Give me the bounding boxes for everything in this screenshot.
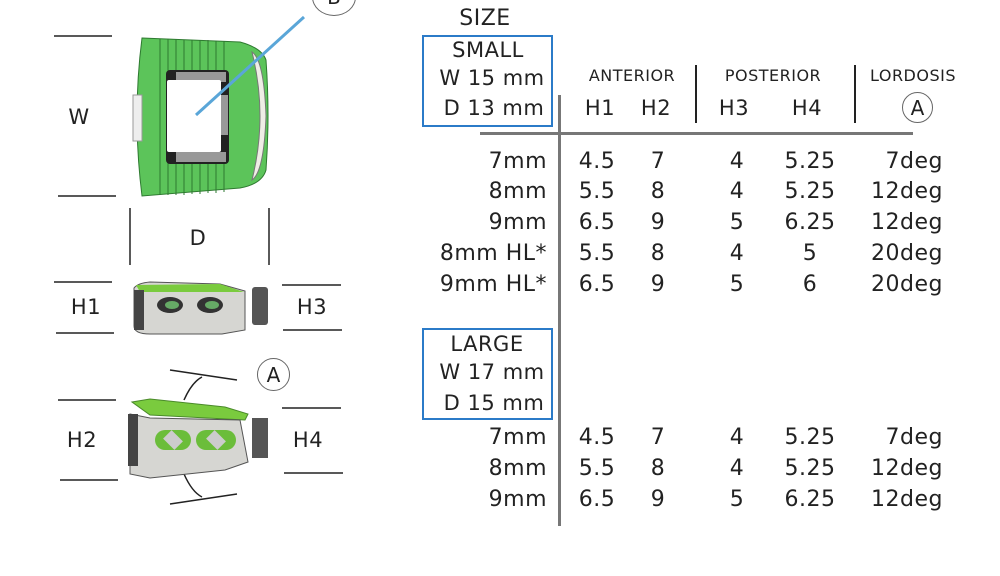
cell-h1: 4.5 xyxy=(578,425,616,450)
cell-size: 8mm xyxy=(488,179,547,204)
large-depth: D 15 mm xyxy=(443,391,545,415)
dim-h2-label: H2 xyxy=(66,428,98,452)
cell-h2: 7 xyxy=(650,149,666,174)
implant-side-view xyxy=(133,281,268,335)
cell-h2: 9 xyxy=(650,272,666,297)
cell-h1: 6.5 xyxy=(578,487,616,512)
cell-size: 8mm xyxy=(488,456,547,481)
cell-h3: 4 xyxy=(729,241,745,266)
cell-h1: 6.5 xyxy=(578,210,616,235)
cell-h3: 4 xyxy=(729,456,745,481)
cell-h2: 7 xyxy=(650,425,666,450)
implant-diagram xyxy=(54,15,343,505)
cell-h1: 6.5 xyxy=(578,272,616,297)
cell-h4: 5.25 xyxy=(784,456,836,481)
callout-angle-label: A xyxy=(266,362,281,387)
cell-lordosis: 12deg xyxy=(871,487,943,512)
cell-h4: 5.25 xyxy=(784,179,836,204)
implant-top-view xyxy=(132,37,269,197)
dim-w-label: W xyxy=(68,105,90,129)
cell-lordosis: 7deg xyxy=(885,425,943,450)
cell-h3: 4 xyxy=(729,425,745,450)
dim-h4-label: H4 xyxy=(292,428,324,452)
cell-h1: 4.5 xyxy=(578,149,616,174)
cell-h4: 5 xyxy=(802,241,818,266)
cell-h2: 9 xyxy=(650,210,666,235)
cell-size: 7mm xyxy=(488,149,547,174)
cell-lordosis: 7deg xyxy=(885,149,943,174)
col-h2: H2 xyxy=(640,96,672,120)
large-size-box xyxy=(422,328,553,420)
dim-h3-label: H3 xyxy=(296,295,328,319)
divider xyxy=(854,65,856,123)
cell-h4: 6 xyxy=(802,272,818,297)
cell-lordosis: 12deg xyxy=(871,210,943,235)
lordosis-marker-circle: A xyxy=(902,92,933,123)
implant-lordotic-view xyxy=(128,398,268,479)
large-name: LARGE xyxy=(450,332,524,356)
col-h4: H4 xyxy=(791,96,823,120)
cell-h1: 5.5 xyxy=(578,241,616,266)
cell-h3: 4 xyxy=(729,149,745,174)
lordosis-header: LORDOSIS xyxy=(870,66,956,85)
cell-h4: 5.25 xyxy=(784,425,836,450)
cell-size: 9mm xyxy=(488,210,547,235)
cell-h4: 6.25 xyxy=(784,487,836,512)
large-width: W 17 mm xyxy=(439,360,545,384)
cell-h2: 8 xyxy=(650,456,666,481)
cell-h2: 8 xyxy=(650,179,666,204)
anterior-header: ANTERIOR xyxy=(588,66,676,85)
cell-lordosis: 20deg xyxy=(871,272,943,297)
divider xyxy=(695,65,697,123)
cell-lordosis: 20deg xyxy=(871,241,943,266)
size-heading: SIZE xyxy=(459,6,511,31)
cell-h3: 4 xyxy=(729,179,745,204)
small-width: W 15 mm xyxy=(439,66,545,90)
cell-size: 9mm xyxy=(488,487,547,512)
cell-h2: 8 xyxy=(650,241,666,266)
cell-h3: 5 xyxy=(729,487,745,512)
small-name: SMALL xyxy=(452,38,524,62)
callout-angle-circle: A xyxy=(257,358,290,391)
cell-size: 7mm xyxy=(488,425,547,450)
cell-h3: 5 xyxy=(729,272,745,297)
dim-h1-label: H1 xyxy=(70,295,102,319)
cell-h1: 5.5 xyxy=(578,179,616,204)
cell-h3: 5 xyxy=(729,210,745,235)
small-depth: D 13 mm xyxy=(443,96,545,120)
posterior-header: POSTERIOR xyxy=(724,66,822,85)
cell-h1: 5.5 xyxy=(578,456,616,481)
col-h1: H1 xyxy=(584,96,616,120)
callout-top-label: B xyxy=(327,0,341,9)
column-rule xyxy=(558,95,561,526)
cell-size: 9mm HL* xyxy=(439,272,547,297)
lordosis-marker: A xyxy=(910,95,925,120)
dim-d-label: D xyxy=(189,226,207,250)
header-rule xyxy=(480,132,913,135)
cell-lordosis: 12deg xyxy=(871,456,943,481)
cell-size: 8mm HL* xyxy=(439,241,547,266)
cell-lordosis: 12deg xyxy=(871,179,943,204)
col-h3: H3 xyxy=(718,96,750,120)
small-size-box xyxy=(422,35,553,127)
cell-h4: 6.25 xyxy=(784,210,836,235)
cell-h4: 5.25 xyxy=(784,149,836,174)
cell-h2: 9 xyxy=(650,487,666,512)
